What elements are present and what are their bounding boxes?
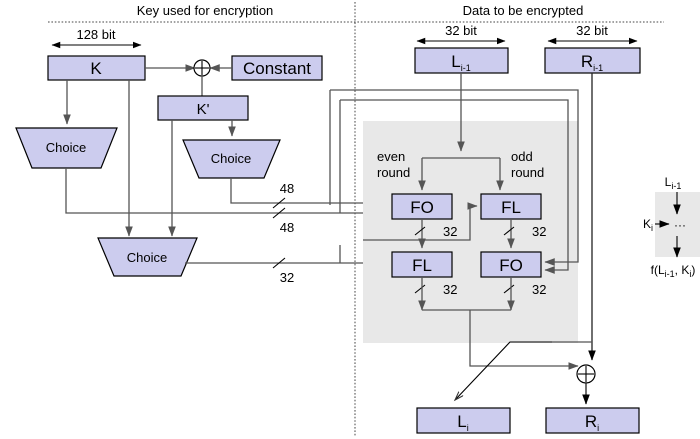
label-odd-round-1: odd xyxy=(511,149,533,164)
feedback-rail-inner xyxy=(340,99,569,274)
label-even-round-2: round xyxy=(377,165,410,180)
xor-gate-key xyxy=(193,59,211,77)
bus-48-lower xyxy=(65,168,399,217)
legend-input-label: Li-1 xyxy=(665,175,682,191)
title-data-side: Data to be encrypted xyxy=(463,3,584,18)
dimension-label-32-left: 32 bit xyxy=(445,23,477,38)
block-fo-top xyxy=(391,193,453,220)
choice-block-1 xyxy=(15,127,118,169)
slash-fo-top-out xyxy=(414,226,426,236)
block-fl-bottom-label: FL xyxy=(412,256,432,275)
choice-block-1-label: Choice xyxy=(46,140,86,155)
legend-key-label: Ki xyxy=(643,217,653,233)
bus-slash-2 xyxy=(272,207,286,219)
choice-block-2 xyxy=(182,139,281,179)
title-key-side: Key used for encryption xyxy=(137,3,274,18)
wire-cross-to-output-left xyxy=(455,341,552,400)
choice-block-3 xyxy=(97,237,198,277)
bus-label-48-upper: 48 xyxy=(280,181,294,196)
choice-block-2-label: Choice xyxy=(211,151,251,166)
slash-fl-top-out xyxy=(503,226,515,236)
width-fo-top-out: 32 xyxy=(443,224,457,239)
input-right-box xyxy=(544,47,641,74)
width-fl-top-out: 32 xyxy=(532,224,546,239)
kprime-box-label: K' xyxy=(197,101,210,118)
label-odd-round-2: round xyxy=(511,165,544,180)
wire-merge-to-xor xyxy=(469,310,579,370)
output-left-box xyxy=(416,407,511,434)
bus-slash-3 xyxy=(272,257,286,269)
feedback-rail-outer xyxy=(330,89,579,266)
constant-box-label: Constant xyxy=(243,59,311,78)
legend-output-label: f(Li-1, Ki) xyxy=(651,263,696,279)
width-fl-bottom-out: 32 xyxy=(443,282,457,297)
width-fo-bottom-out: 32 xyxy=(532,282,546,297)
kprime-box xyxy=(157,95,249,121)
wire-fo-to-fl-cross xyxy=(452,202,478,241)
bus-label-48-lower: 48 xyxy=(280,220,294,235)
dimension-label-128: 128 bit xyxy=(76,27,115,42)
dimension-label-32-right: 32 bit xyxy=(576,23,608,38)
block-fl-top xyxy=(480,193,542,220)
bus-48-upper xyxy=(230,178,399,207)
slash-fo-bottom-out xyxy=(503,284,515,294)
bus-slash-1 xyxy=(272,197,286,209)
block-fo-bottom-label: FO xyxy=(499,256,523,275)
bus-label-32-key: 32 xyxy=(280,270,294,285)
output-right-label: Ri xyxy=(585,412,599,433)
block-fo-bottom xyxy=(480,251,542,278)
label-even-round-1: even xyxy=(377,149,405,164)
output-right-box xyxy=(545,407,640,434)
block-fl-top-label: FL xyxy=(501,198,521,217)
key-box-label: K xyxy=(90,59,102,78)
block-fl-bottom xyxy=(391,251,453,278)
xor-gate-output xyxy=(576,364,596,384)
slash-fl-bottom-out xyxy=(414,284,426,294)
choice-block-3-label: Choice xyxy=(127,250,167,265)
block-fo-top-label: FO xyxy=(410,198,434,217)
constant-box xyxy=(231,55,323,81)
output-left-label: Li xyxy=(457,412,468,433)
legend-body-dots: ··· xyxy=(674,218,686,232)
